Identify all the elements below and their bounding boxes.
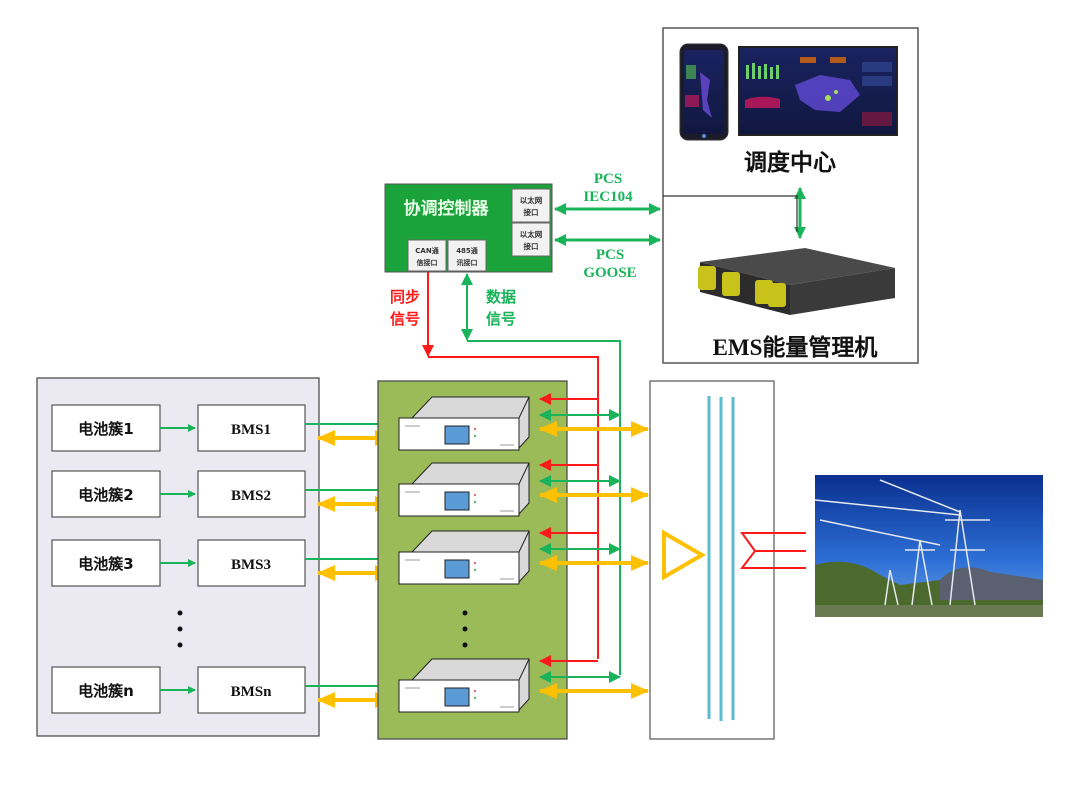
pcs-cabinet-front (398, 551, 520, 585)
can-label-1: CAN通 (415, 246, 439, 255)
ethernet-port-1: 以太网 接口 (511, 188, 551, 223)
dispatch-center-label: 调度中心 (744, 149, 836, 176)
pcs-display-icon (444, 425, 470, 445)
battery-cluster-label: 电池簇1 (78, 420, 133, 438)
eth1-label-2: 接口 (524, 207, 539, 217)
eth2-label-2: 接口 (524, 241, 539, 251)
power-grid-photo (814, 475, 1043, 617)
iec104-route-line (663, 195, 798, 232)
battery-row: 电池簇n BMSn (51, 666, 393, 714)
battery-cluster-label: 电池簇n (78, 682, 134, 700)
battery-row: 电池簇3 BMS3 (51, 539, 393, 587)
pcs-display-icon (444, 491, 470, 511)
iec104-label-1: PCS (594, 171, 622, 187)
battery-cluster-label: 电池簇3 (78, 555, 133, 573)
pcs-unit (398, 393, 649, 451)
bms-label: BMS1 (231, 422, 271, 438)
bms-box (197, 539, 306, 587)
pcs-display-icon (444, 687, 470, 707)
bms-label: BMS3 (231, 557, 271, 573)
dispatch-ems-panel: 调度中心 EMS能量管理机 (662, 27, 919, 364)
battery-row: 电池簇1 BMS1 (51, 404, 393, 452)
grid-bus-panel (649, 380, 775, 740)
battery-row: 电池簇2 BMS2 (51, 470, 393, 518)
battery-cluster-box (51, 404, 161, 452)
transformer-triangle-icon (662, 529, 706, 581)
goose-label-2: GOOSE (583, 265, 636, 281)
data-label-1: 数据 (486, 288, 516, 306)
eth1-label-1: 以太网 (520, 195, 543, 205)
pcs-unit (398, 655, 649, 713)
can-port: CAN通 信接口 (407, 239, 447, 272)
bms-box (197, 470, 306, 518)
bms-box (197, 404, 306, 452)
battery-cluster-box (51, 539, 161, 587)
iec104-label-2: IEC104 (583, 189, 633, 205)
bus-bars (707, 396, 735, 721)
controller-title: 协调控制器 (404, 198, 490, 219)
battery-cluster-label: 电池簇2 (78, 486, 133, 504)
goose-label-1: PCS (596, 247, 624, 263)
sync-label-2: 信号 (390, 310, 420, 328)
data-label-2: 信号 (486, 310, 516, 328)
battery-cluster-box (51, 666, 161, 714)
grid-feeder-icon (739, 532, 806, 569)
dashboard-screen-image (738, 46, 898, 136)
rs485-port: 485通 讯接口 (447, 239, 487, 272)
ellipsis-pcs (462, 610, 468, 648)
pcs-display-icon (444, 559, 470, 579)
ems-device-image (698, 248, 895, 315)
bms-label: BMS2 (231, 488, 271, 504)
coordination-controller: 协调控制器 以太网 接口 以太网 接口 CAN通 信接口 485通 讯接口 (384, 183, 553, 273)
eth2-label-1: 以太网 (520, 229, 543, 239)
sync-label-1: 同步 (390, 288, 420, 306)
rs485-label-2: 讯接口 (457, 258, 478, 267)
bms-box (197, 666, 306, 714)
phone-dashboard-image (679, 43, 729, 141)
ems-label: EMS能量管理机 (713, 334, 878, 360)
can-label-2: 信接口 (417, 258, 438, 267)
ethernet-port-2: 以太网 接口 (511, 222, 551, 257)
bms-label: BMSn (231, 684, 273, 700)
rs485-label-1: 485通 (456, 246, 479, 255)
ellipsis-left (177, 610, 183, 648)
pcs-unit (398, 459, 649, 517)
battery-cluster-box (51, 470, 161, 518)
pcs-unit (398, 527, 649, 585)
